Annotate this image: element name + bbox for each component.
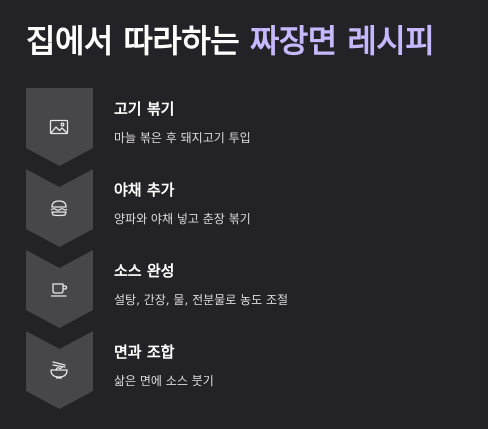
step-chevron	[26, 331, 93, 409]
burger-icon	[47, 196, 71, 220]
title-accent: 짜장면 레시피	[249, 22, 435, 60]
step-chevron	[26, 88, 93, 166]
step-title: 면과 조합	[114, 343, 175, 361]
step-3: 소스 완성 설탕, 간장, 물, 전분물로 농도 조절	[26, 250, 466, 328]
step-1: 고기 볶기 마늘 볶은 후 돼지고기 투입	[26, 88, 466, 166]
image-icon	[47, 115, 71, 139]
step-title: 고기 볶기	[114, 100, 175, 118]
step-2: 야채 추가 양파와 야채 넣고 춘장 볶기	[26, 169, 466, 247]
step-title: 야채 추가	[114, 181, 175, 199]
title-prefix: 집에서 따라하는	[26, 22, 250, 60]
step-title: 소스 완성	[114, 262, 175, 280]
step-description: 설탕, 간장, 물, 전분물로 농도 조절	[114, 293, 289, 307]
step-chevron	[26, 169, 93, 247]
step-description: 마늘 볶은 후 돼지고기 투입	[114, 131, 251, 145]
step-description: 삶은 면에 소스 붓기	[114, 374, 214, 388]
step-chevron	[26, 250, 93, 328]
cup-icon	[47, 277, 71, 301]
step-description: 양파와 야채 넣고 춘장 볶기	[114, 212, 251, 226]
step-4: 면과 조합 삶은 면에 소스 붓기	[26, 331, 466, 409]
noodle-bowl-icon	[47, 358, 71, 382]
page-title: 집에서 따라하는 짜장면 레시피	[26, 22, 435, 60]
